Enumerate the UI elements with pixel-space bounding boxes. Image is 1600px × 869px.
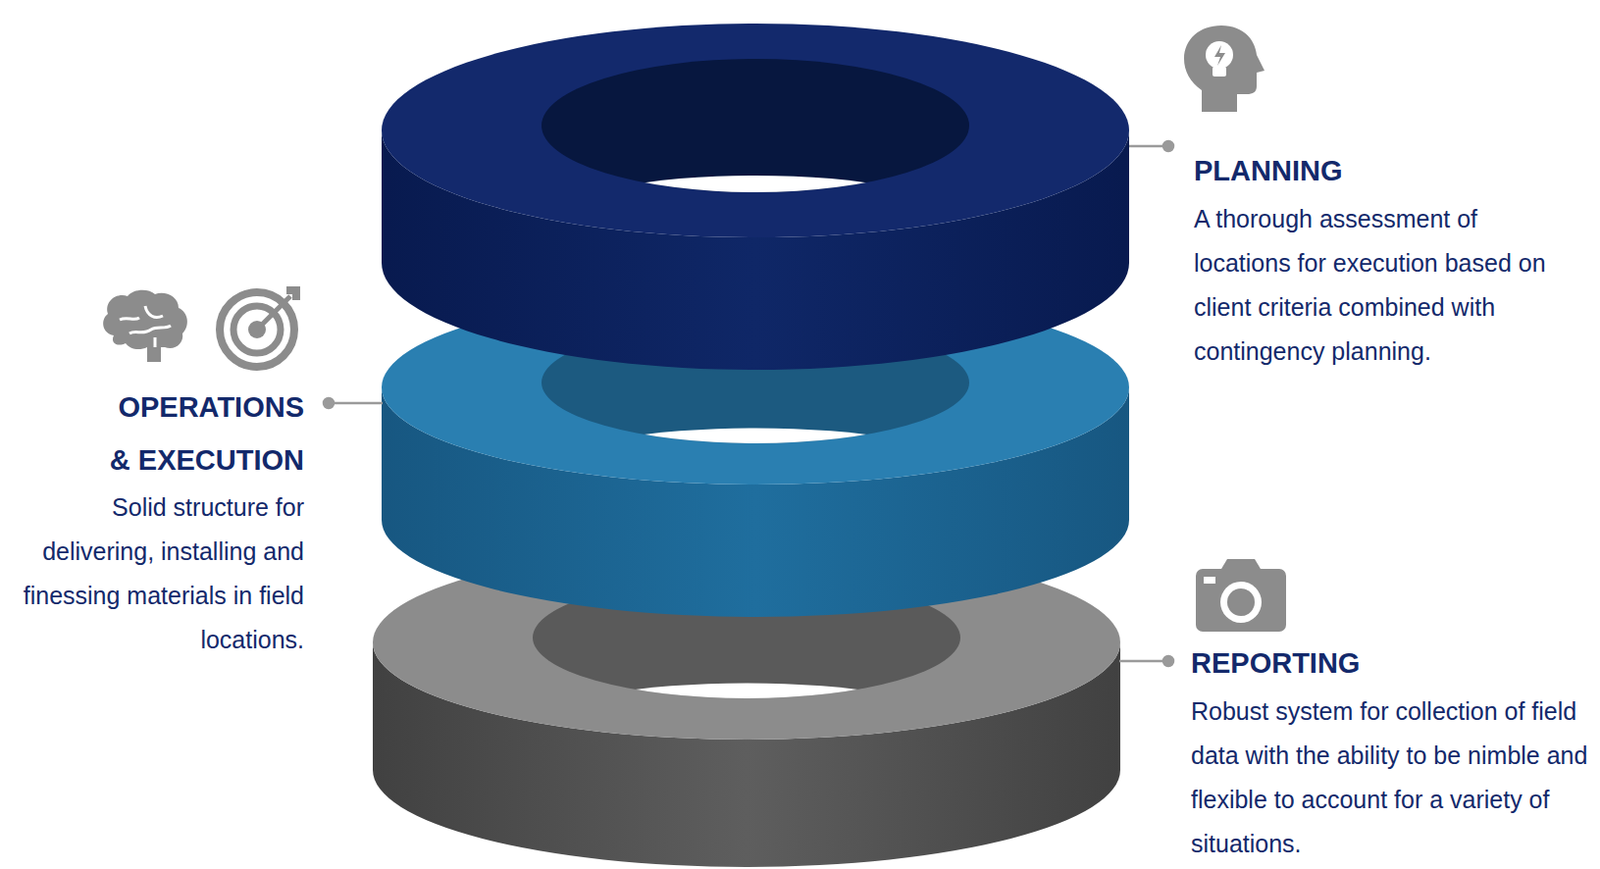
target-ring [219,292,295,367]
camera-icon [1195,559,1287,632]
layer-description: Solid structure for delivering, installi… [4,485,305,663]
arrow-fletching [286,286,301,301]
layer-heading: OPERATIONS & EXECUTION [98,380,305,487]
idea-head-icon [1184,25,1265,112]
camera-body [1195,568,1287,632]
brain-folds [119,306,171,348]
ring-see-through [558,428,952,502]
ring-top-face [372,545,1121,740]
bulb-glass [1205,41,1234,69]
camera-lens [1227,588,1255,617]
leader-dot [1163,141,1174,152]
target-ring [233,306,281,354]
leader-dot [323,398,334,409]
layer-description: A thorough assessment of locations for e… [1193,197,1577,374]
target-arrow [257,296,291,330]
camera-top [1221,559,1261,569]
brain-shape [103,290,188,362]
ring-top-face [381,23,1130,238]
ring-layer: PLANNINGA thorough assessment of locatio… [381,23,1130,370]
ring-hole [541,58,970,193]
camera-lens-ring [1220,581,1262,623]
head-silhouette [1184,25,1265,112]
layer-heading: PLANNING [1193,153,1587,189]
leader-dot [1163,656,1174,667]
ring-see-through [549,683,943,757]
target-icon [219,286,301,367]
ring-hole [532,576,961,699]
bulb-base [1212,66,1227,77]
ring-top-face [381,290,1130,485]
leader-line [1119,660,1169,664]
layer-description: Robust system for collection of field da… [1190,689,1596,867]
layer-heading: REPORTING [1190,645,1584,681]
ring-hole [541,321,970,444]
ring-see-through [558,175,952,257]
camera-flash [1203,576,1216,584]
leader-line [328,402,383,406]
ring-shape [381,23,1130,370]
brain-icon [103,290,188,362]
target-center [248,320,266,339]
leader-line [1129,145,1169,149]
bulb-bolt [1214,45,1226,66]
